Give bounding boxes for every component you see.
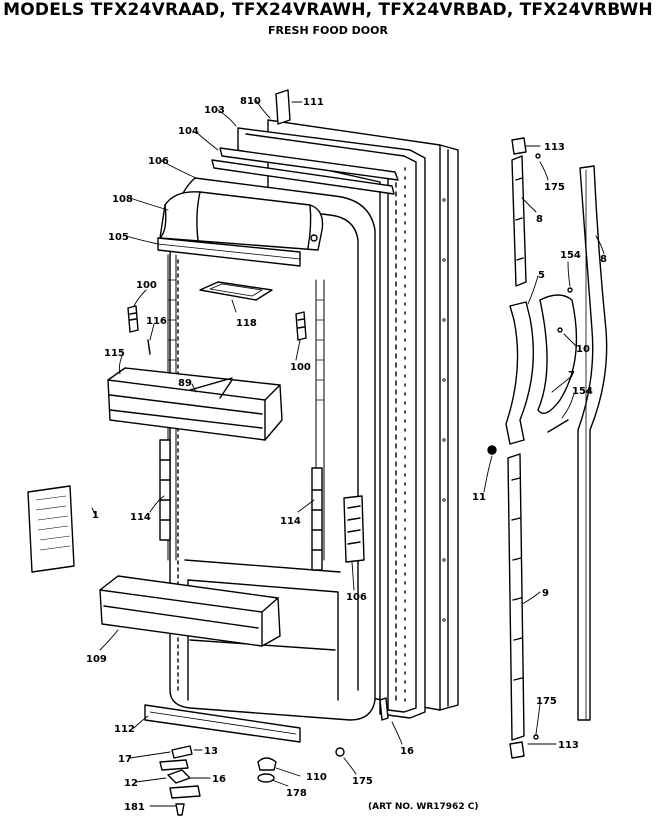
callout-17: 17 — [118, 754, 132, 765]
callout-11: 11 — [472, 492, 486, 503]
callout-154-top: 154 — [560, 250, 581, 261]
callout-114-right: 114 — [280, 516, 301, 527]
callout-8-trim: 8 — [536, 214, 543, 225]
top-cap — [275, 89, 291, 125]
callout-175-top: 175 — [544, 182, 565, 193]
callout-112: 112 — [114, 724, 135, 735]
callout-7: 7 — [568, 370, 575, 381]
handle-mount-bracket — [505, 301, 535, 445]
callout-116: 116 — [146, 316, 167, 327]
dairy-trim-strip — [157, 237, 301, 267]
callout-114-left: 114 — [130, 512, 151, 523]
handle-cap-top — [511, 137, 541, 159]
shelf-support-right — [311, 467, 323, 571]
door-bin-large — [107, 367, 283, 441]
handle-hardware-small — [487, 287, 573, 759]
callout-104: 104 — [178, 126, 199, 137]
callout-181: 181 — [124, 802, 145, 813]
shelf-support-left — [159, 439, 171, 541]
leader-lines — [91, 99, 605, 807]
callout-105: 105 — [108, 232, 129, 243]
callout-113-top: 113 — [544, 142, 565, 153]
bracket-left — [127, 305, 139, 333]
small-shelf — [199, 281, 273, 301]
callout-108: 108 — [112, 194, 133, 205]
callout-89: 89 — [178, 378, 192, 389]
door-top-trims — [211, 147, 399, 195]
bracket-right — [295, 311, 307, 341]
dairy-compartment-door — [159, 191, 324, 251]
callout-175-bottom: 175 — [352, 776, 373, 787]
door-bin-bottom — [99, 575, 281, 647]
callout-175-lower: 175 — [536, 696, 557, 707]
door-liner — [167, 177, 376, 721]
callout-106-side: 106 — [346, 592, 367, 603]
page-subtitle: FRESH FOOD DOOR — [268, 24, 388, 37]
callout-100-right: 100 — [290, 362, 311, 373]
small-spring — [147, 339, 151, 355]
page-title: MODELS TFX24VRAAD, TFX24VRAWH, TFX24VRBA… — [3, 0, 653, 20]
callout-10: 10 — [576, 344, 590, 355]
handle-inner-grip — [537, 294, 578, 414]
callout-8-handle: 8 — [600, 254, 607, 265]
callout-109: 109 — [86, 654, 107, 665]
instruction-booklet — [27, 485, 75, 573]
callout-118: 118 — [236, 318, 257, 329]
callout-103: 103 — [204, 105, 225, 116]
callout-9: 9 — [542, 588, 549, 599]
callout-115: 115 — [104, 348, 125, 359]
handle-trim-upper — [511, 155, 527, 287]
hinge-hardware — [159, 697, 389, 816]
callout-113-bottom: 113 — [558, 740, 579, 751]
callout-16-gasket: 16 — [400, 746, 414, 757]
callout-111: 111 — [303, 97, 324, 108]
callout-5: 5 — [538, 270, 545, 281]
callout-106-top: 106 — [148, 156, 169, 167]
art-number: (ART NO. WR17962 C) — [368, 802, 479, 812]
bottom-trim — [144, 704, 301, 743]
callout-13: 13 — [204, 746, 218, 757]
side-divider — [343, 495, 365, 563]
callout-110: 110 — [306, 772, 327, 783]
callout-178: 178 — [286, 788, 307, 799]
door-handle — [577, 165, 608, 721]
callout-810: 810 — [240, 96, 261, 107]
callout-12: 12 — [124, 778, 138, 789]
callout-100-left: 100 — [136, 280, 157, 291]
callout-1: 1 — [92, 510, 99, 521]
callout-16-bottom: 16 — [212, 774, 226, 785]
handle-trim-lower — [507, 453, 525, 741]
callout-154-bottom: 154 — [572, 386, 593, 397]
